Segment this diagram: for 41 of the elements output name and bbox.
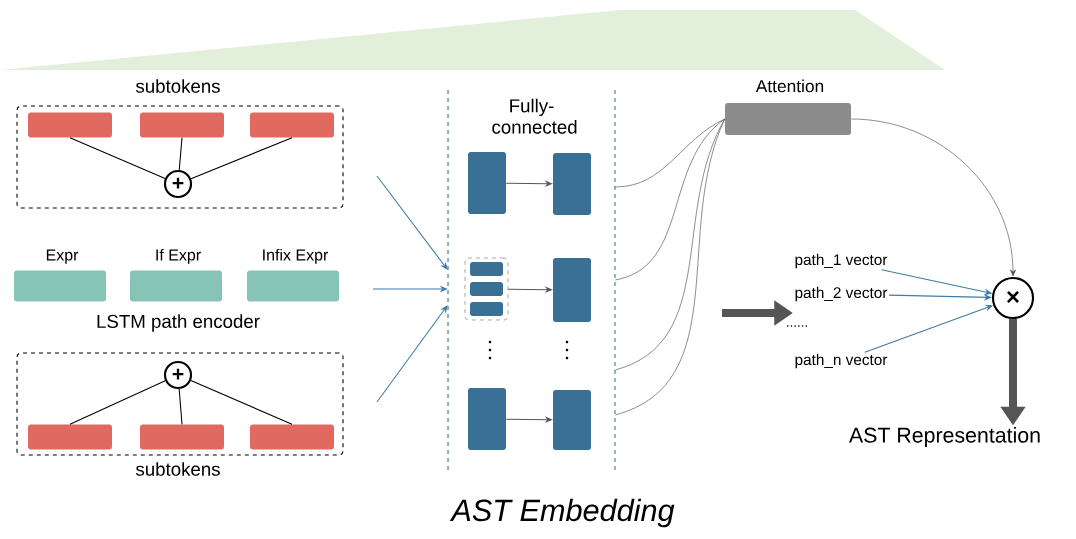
block (553, 153, 591, 215)
bar (250, 424, 334, 450)
block (553, 258, 591, 322)
bar (140, 424, 224, 450)
dashed-stack (464, 257, 509, 321)
line (178, 388, 183, 425)
line (190, 137, 293, 180)
line (178, 137, 183, 171)
bar (470, 302, 503, 316)
bar (140, 112, 224, 138)
bar (250, 112, 334, 138)
ellipsis-text: ...... (787, 325, 807, 327)
line (69, 137, 166, 179)
bar (28, 424, 112, 450)
arrow (376, 305, 448, 403)
block (468, 152, 506, 214)
curve (614, 118, 726, 188)
bar (470, 262, 503, 276)
vector-text: path_2 vector (795, 286, 888, 302)
attention-heading: Attention (755, 79, 824, 93)
figure-caption: AST Embedding (449, 498, 675, 528)
bar-label: If Expr (156, 248, 201, 264)
curve (614, 118, 726, 281)
vector-text: path_n vector (795, 353, 888, 369)
line (69, 380, 166, 425)
caption-text: LSTM path encoder (97, 314, 260, 332)
group-heading: subtokens (136, 79, 220, 93)
arrow (376, 175, 448, 270)
group-heading: subtokens (136, 462, 220, 476)
bar (28, 112, 112, 138)
curve (614, 118, 726, 416)
result-text: AST Representation (849, 427, 1040, 447)
bar-label: Infix Expr (263, 248, 329, 264)
bar-label: Expr (46, 249, 79, 264)
line (190, 380, 293, 425)
column-heading: Fully-connected (492, 98, 577, 134)
bar (470, 282, 503, 296)
arrow (850, 118, 1016, 277)
vector-text: path_1 vector (795, 253, 888, 269)
block (553, 390, 591, 450)
block (468, 388, 506, 450)
